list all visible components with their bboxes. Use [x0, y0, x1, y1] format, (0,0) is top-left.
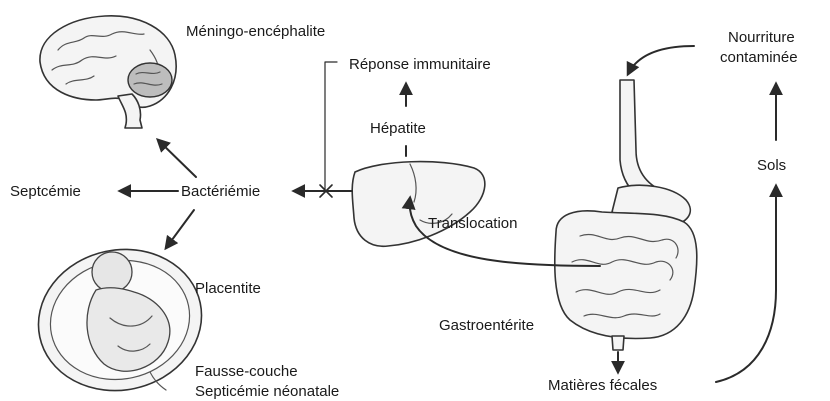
- label-gastroenterite: Gastroentérite: [439, 317, 534, 334]
- label-meningo-encephalite: Méningo-encéphalite: [186, 23, 325, 40]
- label-hepatite: Hépatite: [370, 120, 426, 137]
- label-matieres-fecales: Matières fécales: [548, 377, 657, 394]
- liver-illustration: [352, 162, 485, 247]
- fetus-illustration: [25, 234, 215, 401]
- label-bacteriemie: Bactériémie: [181, 183, 260, 200]
- label-sols: Sols: [757, 157, 786, 174]
- brain-illustration: [40, 16, 176, 128]
- label-reponse-immunitaire: Réponse immunitaire: [349, 56, 491, 73]
- digestive-illustration: [555, 80, 697, 350]
- label-fausse-couche: Fausse-couche: [195, 363, 298, 380]
- label-translocation: Translocation: [428, 215, 518, 232]
- label-septicemie-neonatale: Septicémie néonatale: [195, 383, 339, 400]
- label-septicemie: Septcémie: [10, 183, 81, 200]
- label-placentite: Placentite: [195, 280, 261, 297]
- label-contaminee: contaminée: [720, 49, 798, 66]
- label-nourriture: Nourriture: [728, 29, 795, 46]
